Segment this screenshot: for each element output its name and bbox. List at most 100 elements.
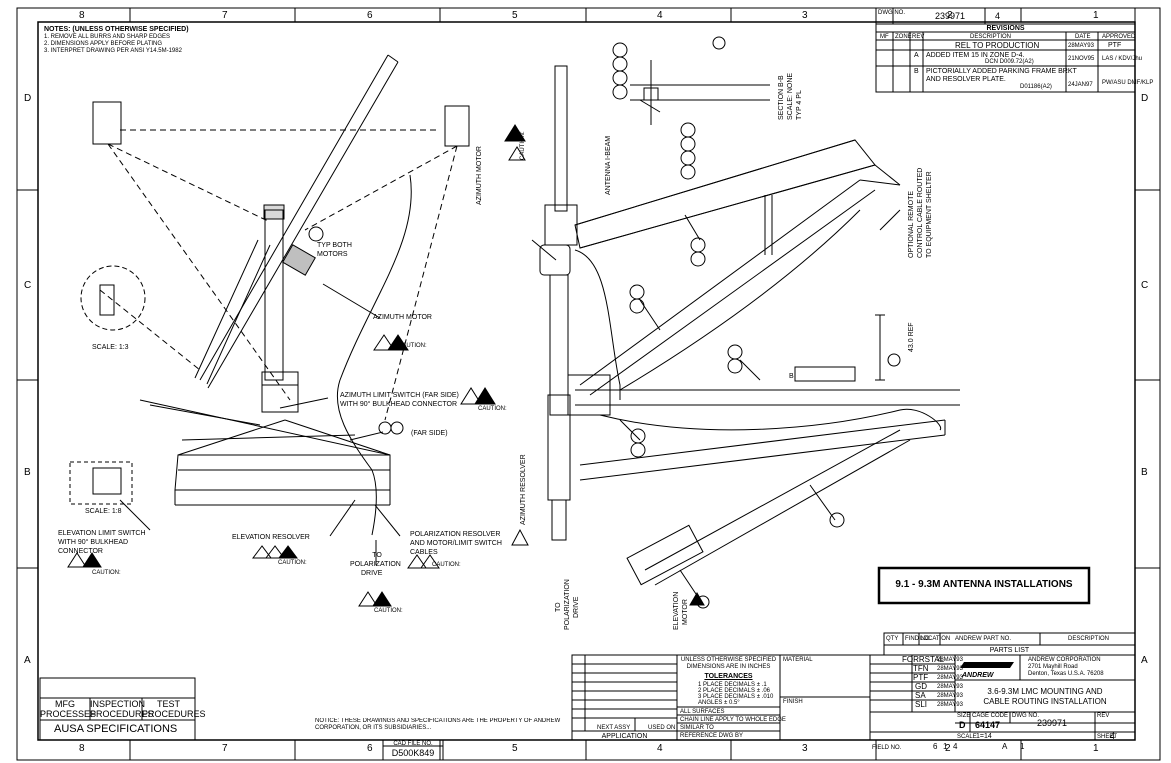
- optional-remote-2: CONTROL CABLE ROUTED: [917, 167, 924, 258]
- zone-bottom-3: 3: [802, 743, 808, 754]
- scale-label: SCALE: [957, 734, 977, 740]
- note-1: 1. REMOVE ALL BURRS AND SHARP EDGES: [44, 34, 171, 40]
- azimuth-limit-switch-2: WITH 90° BULKHEAD CONNECTOR: [340, 401, 458, 408]
- mfg-processes-1: MFG: [55, 699, 75, 709]
- azimuth-motor-label: AZIMUTH MOTOR: [373, 314, 432, 321]
- drawing-title-2: CABLE ROUTING INSTALLATION: [983, 697, 1107, 706]
- caution-label-6: CAUTION:: [374, 608, 403, 614]
- zone-bottom-4: 4: [657, 743, 663, 754]
- size-label: SIZE: [957, 713, 971, 719]
- next-assy-label: NEXT ASSY: [597, 725, 631, 731]
- rev-row2-desc2: AND RESOLVER PLATE.: [926, 76, 1006, 83]
- elevation-resolver-label: ELEVATION RESOLVER: [232, 534, 310, 541]
- sig-drawn-date: 28MAY93: [937, 657, 963, 663]
- zone-bottom-1: 1: [1093, 743, 1099, 754]
- sig-qual-date: 28MAY93: [937, 702, 963, 708]
- rev-row2-desc3: D01186(A2): [1020, 84, 1052, 90]
- tol-line-1: 1 PLACE DECIMALS ± .1: [698, 682, 767, 688]
- caution-label-4: CAUTION:: [278, 560, 307, 566]
- sig-mfg1-date: 28MAY93: [937, 684, 963, 690]
- pol-resolver-1: POLARIZATION RESOLVER: [410, 531, 501, 538]
- caution-label-7: CAUTION:: [520, 131, 526, 160]
- rev-row1-rev: A: [914, 52, 919, 59]
- inspection-procedures-1: INSPECTION: [90, 699, 146, 709]
- zone-bottom-6: 6: [367, 743, 373, 754]
- zone-top-7: 7: [222, 10, 228, 21]
- tol-title-1: UNLESS OTHERWISE SPECIFIED: [680, 657, 777, 663]
- test-procedures-1: TEST: [156, 699, 180, 709]
- row-right-d: D: [1141, 93, 1149, 104]
- rev-hdr-zone: ZONE: [895, 34, 912, 40]
- to-pol-drive-v3: DRIVE: [573, 596, 580, 618]
- revisions-title: REVISIONS: [986, 25, 1025, 32]
- note-2: 2. DIMENSIONS APPLY BEFORE PLATING: [44, 41, 163, 47]
- drawing-title-1: 3.6-9.3M LMC MOUNTING AND: [987, 687, 1103, 696]
- section-bb-1: SECTION B-B: [778, 75, 785, 120]
- rev-row1-desc: ADDED ITEM 15 IN ZONE D-4.: [926, 52, 1025, 59]
- tol-line-3: 3 PLACE DECIMALS ± .010: [698, 694, 774, 700]
- row-right-b: B: [1141, 467, 1148, 478]
- company-city: Denton, Texas U.S.A. 76208: [1028, 671, 1104, 677]
- dwg-no-top: 239971: [935, 11, 966, 21]
- elevation-motor-v1: ELEVATION: [673, 591, 680, 630]
- field-2: 4: [953, 742, 958, 751]
- section-mark-b: B: [789, 373, 794, 380]
- tol-line-2: 2 PLACE DECIMALS ± .06: [698, 688, 770, 694]
- cage-label: CAGE CODE: [972, 713, 1009, 719]
- zone-top-5: 5: [512, 10, 518, 21]
- scale-1-8-label: SCALE: 1:8: [85, 508, 122, 515]
- to-pol-drive-v2: POLARIZATION: [564, 579, 571, 630]
- rev-row1-approved: LAS / KDV/Jhu: [1102, 56, 1143, 62]
- tolerances-label: TOLERANCES: [704, 673, 753, 680]
- tol-line-4: ANGLES ± 0.5°: [698, 700, 740, 706]
- dwg-no-label: DWG NO.: [1012, 713, 1039, 719]
- azimuth-motor-vertical: AZIMUTH MOTOR: [476, 146, 483, 205]
- tol-bottom-2: CHAIN LINE APPLY TO WHOLE EDGE: [680, 717, 786, 723]
- size-value: D: [959, 720, 966, 730]
- to-pol-drive-1: TO: [372, 552, 382, 559]
- note-3: 3. INTERPRET DRAWING PER ANSI Y14.5M-198…: [44, 48, 182, 54]
- pol-resolver-2: AND MOTOR/LIMIT SWITCH: [410, 540, 502, 547]
- row-left-b: B: [24, 467, 31, 478]
- sig-mfg2-date: 28MAY93: [937, 693, 963, 699]
- caution-label-1: CAUTION:: [398, 343, 427, 349]
- zone-top-6: 6: [367, 10, 373, 21]
- elevation-motor-v2: MOTOR: [682, 599, 689, 625]
- parts-list-title: PARTS LIST: [989, 647, 1030, 654]
- parts-hdr-find: FIND NO.: [905, 636, 932, 642]
- zone-top-2: 2: [947, 10, 953, 21]
- typ-both-motors-2: MOTORS: [317, 251, 348, 258]
- company-address: 2701 Mayhill Road: [1028, 664, 1078, 670]
- section-bb-3: TYP 4 PL: [796, 90, 803, 120]
- optional-remote-1: OPTIONAL REMOTE: [908, 190, 915, 258]
- finish-label: FINISH: [783, 699, 803, 705]
- rev-row0-approved: PTF: [1108, 42, 1122, 49]
- rev-row0-date: 28MAY93: [1068, 43, 1094, 49]
- zone-bottom-8: 8: [79, 743, 85, 754]
- zone-bottom-2: 2: [945, 743, 951, 754]
- far-side-label: (FAR SIDE): [411, 430, 448, 437]
- field-4: 1: [1020, 742, 1025, 751]
- cad-file-value: D500K849: [391, 748, 435, 758]
- cad-file-label: CAD FILE NO.: [393, 741, 433, 747]
- material-label: MATERIAL: [783, 657, 813, 663]
- dwg-rev-top: 4: [995, 11, 1001, 21]
- rev-value: 4: [1110, 731, 1116, 741]
- tol-bottom-1: ALL SURFACES: [680, 709, 725, 715]
- parts-hdr-desc: DESCRIPTION: [1068, 636, 1110, 642]
- pol-resolver-3: CABLES: [410, 549, 438, 556]
- row-right-c: C: [1141, 280, 1149, 291]
- rev-hdr-approved: APPROVED: [1102, 34, 1136, 40]
- scale-value: 1=14: [976, 733, 992, 740]
- rev-row1-desc2: DCN D009.72(A2): [985, 59, 1034, 65]
- tol-title-2: DIMENSIONS ARE IN INCHES: [686, 664, 771, 670]
- sig-design: PTF: [913, 673, 929, 682]
- sig-mfg1: GD: [915, 682, 927, 691]
- rev-label: REV: [1097, 713, 1110, 719]
- rev-hdr-mf: MF: [880, 34, 889, 40]
- elev-limit-switch-1: ELEVATION LIMIT SWITCH: [58, 530, 146, 537]
- typ-both-motors-1: TYP BOTH: [317, 242, 352, 249]
- elev-limit-switch-2: WITH 90° BULKHEAD: [58, 539, 129, 546]
- scale-1-3-label: SCALE: 1:3: [92, 344, 129, 351]
- mfg-processes-2: PROCESSES: [40, 709, 97, 719]
